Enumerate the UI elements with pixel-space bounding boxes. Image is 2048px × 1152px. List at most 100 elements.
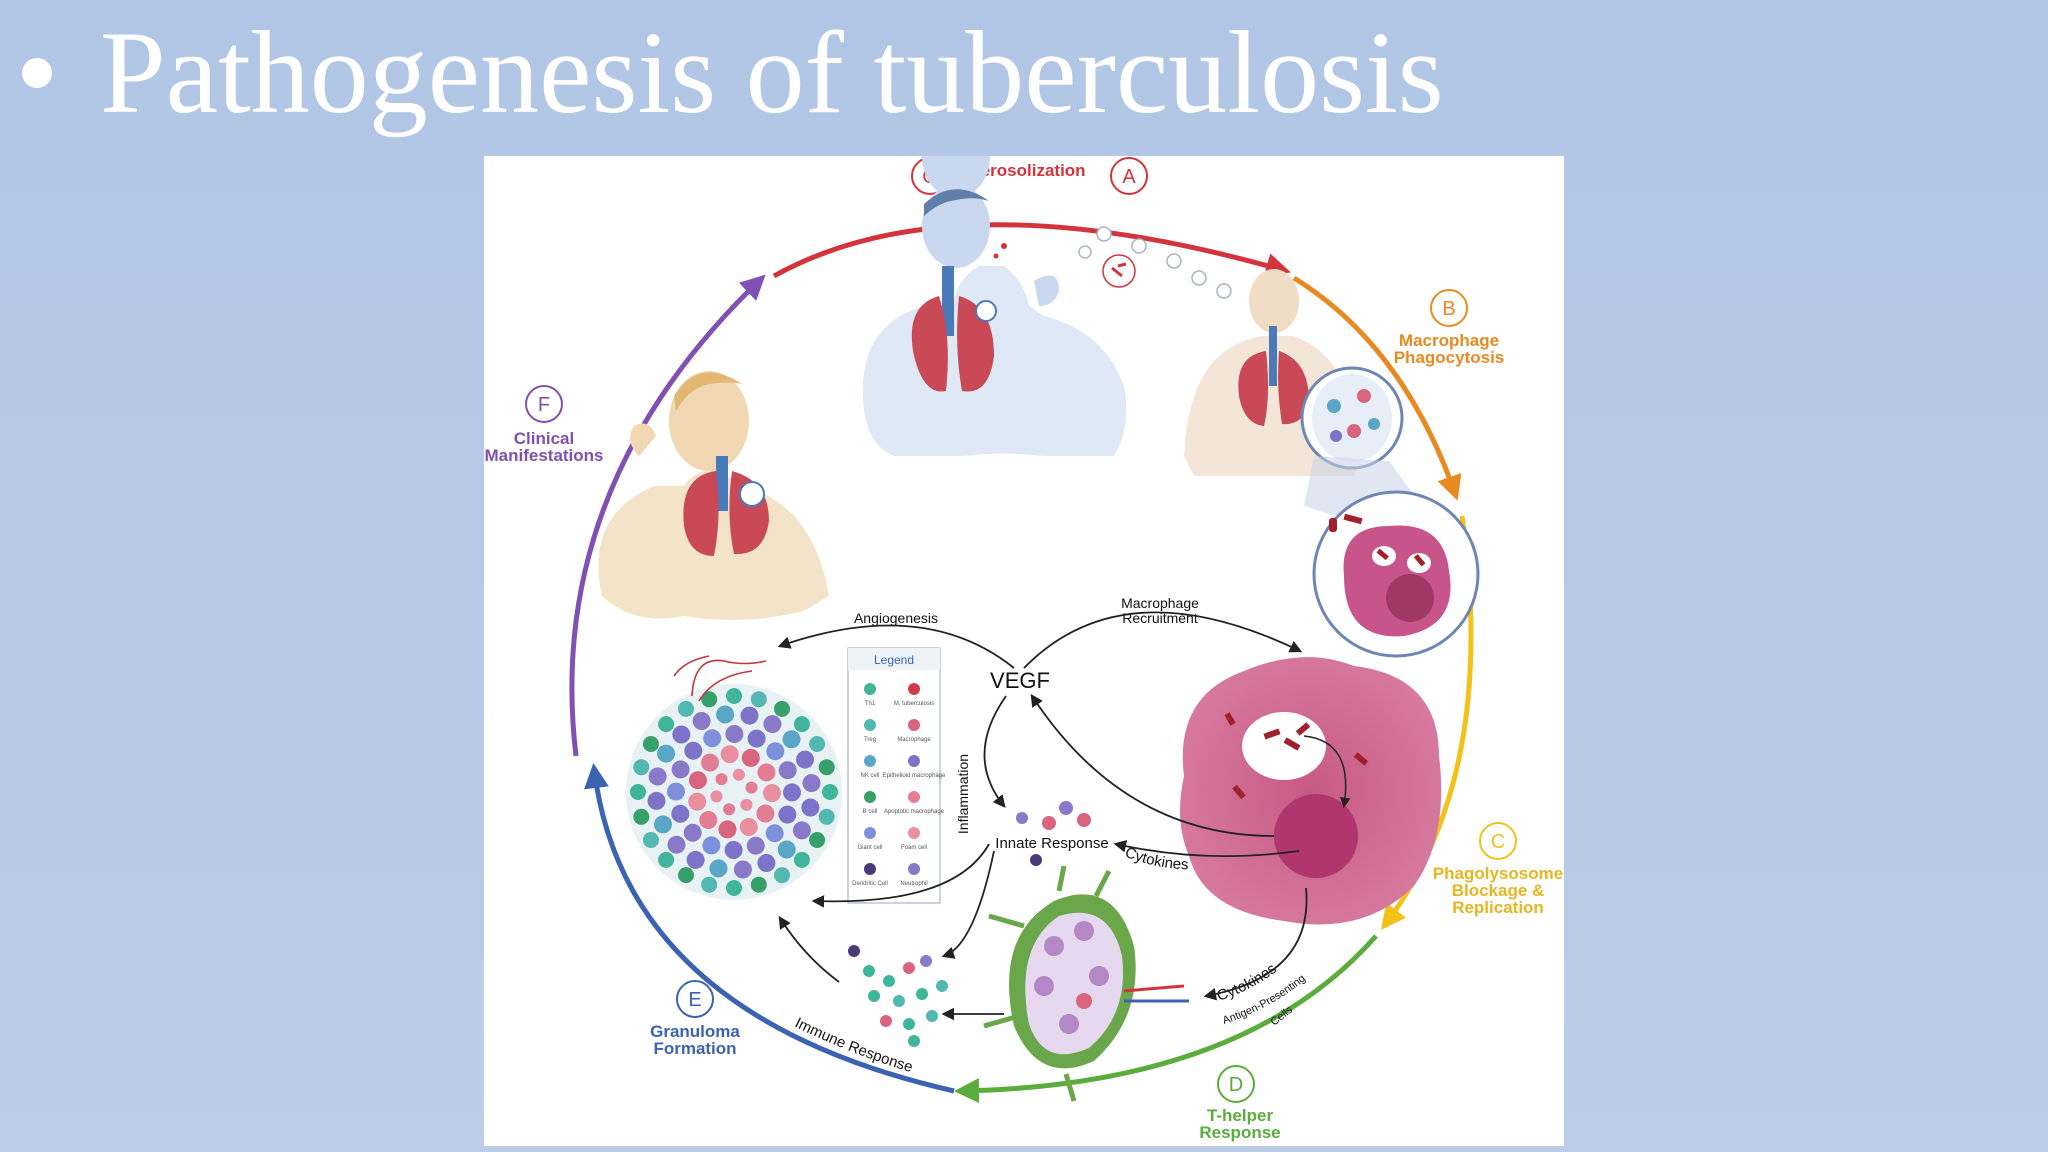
granuloma-cell	[793, 851, 810, 868]
svg-text:A: A	[1122, 166, 1136, 188]
granuloma-cell	[703, 729, 722, 748]
clinical-person-illustration	[598, 371, 829, 620]
b-label-2: Phagocytosis	[1394, 348, 1505, 367]
legend-item: Foam cell	[901, 827, 927, 851]
granuloma-cell	[692, 712, 711, 730]
granuloma-cell	[726, 880, 742, 896]
granuloma-cell	[671, 760, 690, 779]
arrow-vegf-angiogenesis	[777, 624, 1015, 669]
inflammation-label: Inflammation	[955, 754, 971, 834]
granuloma-cell	[688, 771, 707, 790]
granuloma-cell	[715, 773, 728, 786]
granuloma-cell	[757, 763, 776, 782]
title-text: Pathogenesis of tuberculosis	[100, 7, 1444, 138]
granuloma-cell	[648, 767, 667, 786]
legend-swatch	[864, 683, 876, 695]
stage-b-marker: B	[1430, 289, 1468, 327]
granuloma-cell	[726, 688, 742, 704]
granuloma-cell	[732, 768, 745, 781]
slide-title: Pathogenesis of tuberculosis	[18, 8, 1444, 138]
legend-swatch	[908, 863, 920, 875]
legend-label: Giant cell	[857, 845, 882, 851]
granuloma-cell	[756, 804, 775, 823]
legend-label: Foam cell	[901, 845, 927, 851]
granuloma-cell	[778, 805, 797, 824]
c-label-3: Replication	[1452, 898, 1544, 917]
legend-item: Neutrophil	[900, 863, 928, 887]
granuloma-cell	[671, 804, 690, 823]
granuloma-cell	[667, 782, 685, 801]
svg-text:B: B	[1442, 298, 1455, 320]
b-label-1: Macrophage	[1399, 331, 1499, 350]
blood-vessels	[673, 655, 767, 702]
svg-text:E: E	[688, 989, 701, 1011]
arc-granuloma	[584, 763, 955, 1094]
arrow-vegf-recruitment	[1023, 611, 1303, 669]
granuloma-cell	[672, 725, 691, 744]
legend-title: Legend	[874, 653, 914, 667]
legend-label: Treg	[864, 737, 876, 743]
arc-phagocytosis	[1292, 275, 1462, 501]
granuloma-cell	[818, 808, 835, 825]
arrow-vegf-inflammation	[983, 695, 1007, 808]
legend-item: Dendritic Cell	[852, 863, 888, 887]
legend-swatch	[864, 863, 876, 875]
granuloma-cell	[720, 745, 739, 764]
arrow-innate-granuloma	[811, 843, 990, 908]
arrow-innate-immune	[941, 850, 995, 959]
legend-swatch	[908, 791, 920, 803]
granuloma-cell	[822, 784, 838, 800]
legend-item: M. tuberculosis	[894, 683, 934, 707]
granuloma-cell	[699, 811, 718, 829]
granuloma-cell	[701, 753, 719, 772]
granuloma-cell	[688, 792, 707, 811]
granuloma-cell	[723, 803, 736, 816]
arrow-macrophage-vegf	[1030, 693, 1275, 837]
arc-aerosolization	[772, 222, 1291, 279]
e-label-2: Formation	[653, 1039, 736, 1058]
stage-c-marker: C	[1479, 822, 1517, 860]
granuloma-cell	[750, 876, 767, 893]
legend-label: B cell	[863, 809, 878, 815]
coughing-person-illustration	[862, 156, 1127, 456]
svg-text:C: C	[1491, 831, 1505, 853]
legend-item: Macrophage	[897, 719, 931, 743]
granuloma-cell	[654, 815, 672, 834]
legend-label: Neutrophil	[900, 881, 927, 887]
granuloma-cell	[702, 836, 721, 855]
granuloma-cell	[782, 730, 801, 749]
granuloma-cell	[766, 742, 785, 761]
legend-swatch	[864, 719, 876, 731]
stage-a-marker: A	[1110, 157, 1148, 195]
svg-text:F: F	[538, 394, 550, 416]
granuloma-cell	[658, 716, 675, 733]
granuloma-cell	[642, 736, 659, 752]
granuloma-cell	[809, 832, 826, 848]
innate-response-label: Innate Response	[995, 835, 1108, 852]
granuloma-cell	[774, 867, 790, 884]
d-label-2: Response	[1199, 1123, 1280, 1142]
granuloma-cell	[709, 859, 728, 878]
granuloma-cell	[778, 761, 797, 780]
legend-item: B cell	[863, 791, 878, 815]
vegf-label: VEGF	[990, 668, 1050, 693]
svg-text:D: D	[1229, 1074, 1243, 1096]
c-label-1: Phagolysosome	[1433, 864, 1563, 883]
macrophage-recruitment-label-1: Macrophage	[1121, 595, 1199, 611]
arrow-immune-granuloma	[778, 915, 840, 983]
infected-macrophage-zoom	[1312, 490, 1480, 658]
large-macrophage	[1180, 657, 1442, 925]
legend-label: Th1	[865, 701, 876, 707]
granuloma-cell	[796, 750, 814, 769]
granuloma-cell	[774, 700, 790, 717]
legend-label: NK cell	[860, 773, 879, 779]
f-label-2: Manifestations	[484, 446, 603, 465]
granuloma-cell	[733, 860, 752, 879]
c-label-2: Blockage &	[1452, 881, 1545, 900]
granuloma-cell	[678, 867, 694, 884]
granuloma-cell	[633, 759, 650, 776]
legend-swatch	[908, 755, 920, 767]
legend-swatch	[864, 791, 876, 803]
granuloma-cell	[642, 832, 659, 848]
granuloma-cell	[763, 715, 782, 734]
